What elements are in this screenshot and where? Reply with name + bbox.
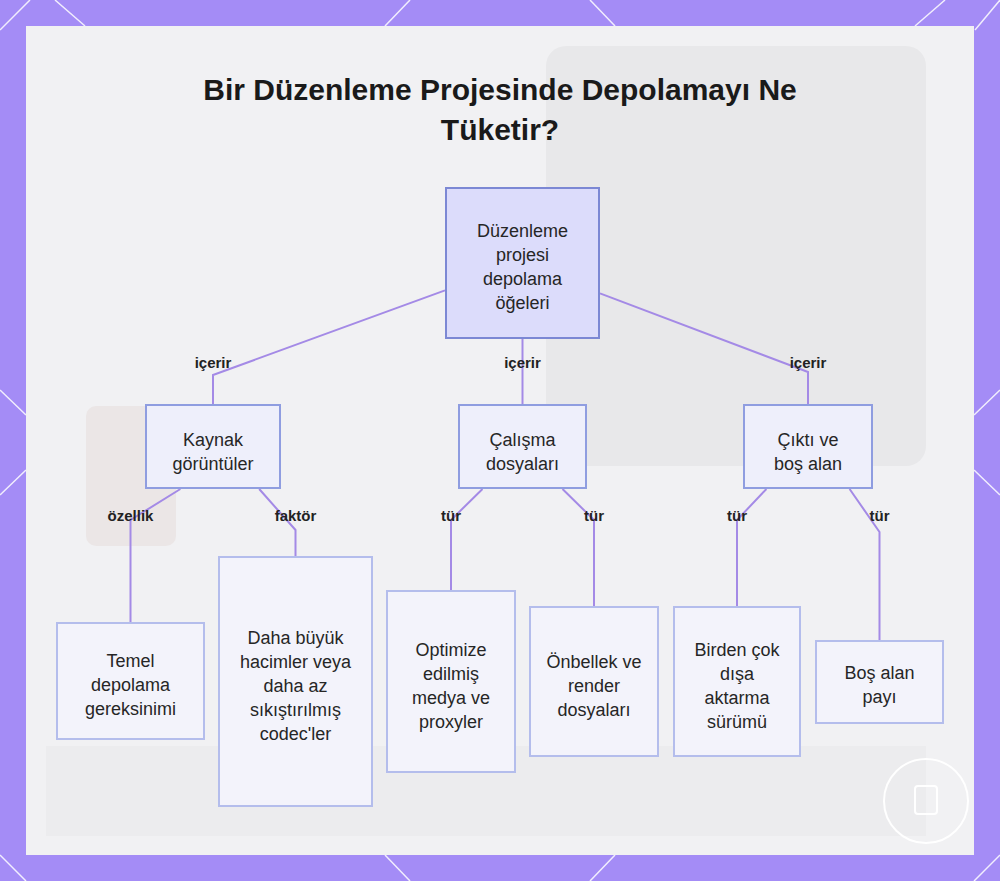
connector-line (213, 290, 445, 404)
detail-box: Daha büyük hacimler veya daha az sıkıştı… (218, 556, 373, 807)
connector-line (600, 293, 808, 404)
edge-label: tür (584, 507, 604, 524)
edge-label: tür (441, 507, 461, 524)
detail-box: Boş alan payı (815, 640, 944, 724)
node-text: Kaynak görüntüler (153, 428, 273, 476)
edge-label: içerir (195, 354, 232, 371)
node-text: Çalışma dosyaları (468, 428, 578, 476)
edge-label: tür (870, 507, 890, 524)
node-text: Önbellek ve render dosyaları (544, 650, 644, 722)
node-text: Boş alan payı (840, 661, 920, 709)
node-text: Düzenleme projesi depolama öğeleri (468, 219, 578, 315)
node-text: Çıktı ve boş alan (763, 428, 853, 476)
node-text: Daha büyük hacimler veya daha az sıkıştı… (240, 626, 352, 746)
edge-label: içerir (504, 354, 541, 371)
connector-line (451, 489, 483, 590)
edge-label: tür (727, 507, 747, 524)
node-text: Birden çok dışa aktarma sürümü (692, 638, 782, 734)
category-box: Kaynak görüntüler (145, 404, 281, 489)
logo-circle (884, 759, 968, 843)
detail-box: Temel depolama gereksinimi (56, 622, 205, 740)
category-box: Çalışma dosyaları (458, 404, 587, 489)
edge-label: özellik (108, 507, 154, 524)
logo-icon (915, 786, 937, 814)
edge-label: faktör (275, 507, 317, 524)
edge-label: içerir (790, 354, 827, 371)
connector-line (522, 339, 524, 404)
title: Bir Düzenleme Projesinde Depolamayı Ne T… (180, 70, 820, 150)
node-text: Temel depolama gereksinimi (68, 649, 193, 721)
category-box: Çıktı ve boş alan (743, 404, 873, 489)
detail-box: Birden çok dışa aktarma sürümü (673, 606, 801, 757)
node-text: Optimize edilmiş medya ve proxyler (401, 638, 501, 734)
root-box: Düzenleme projesi depolama öğeleri (445, 187, 600, 339)
detail-box: Önbellek ve render dosyaları (529, 606, 659, 757)
detail-box: Optimize edilmiş medya ve proxyler (386, 590, 516, 773)
